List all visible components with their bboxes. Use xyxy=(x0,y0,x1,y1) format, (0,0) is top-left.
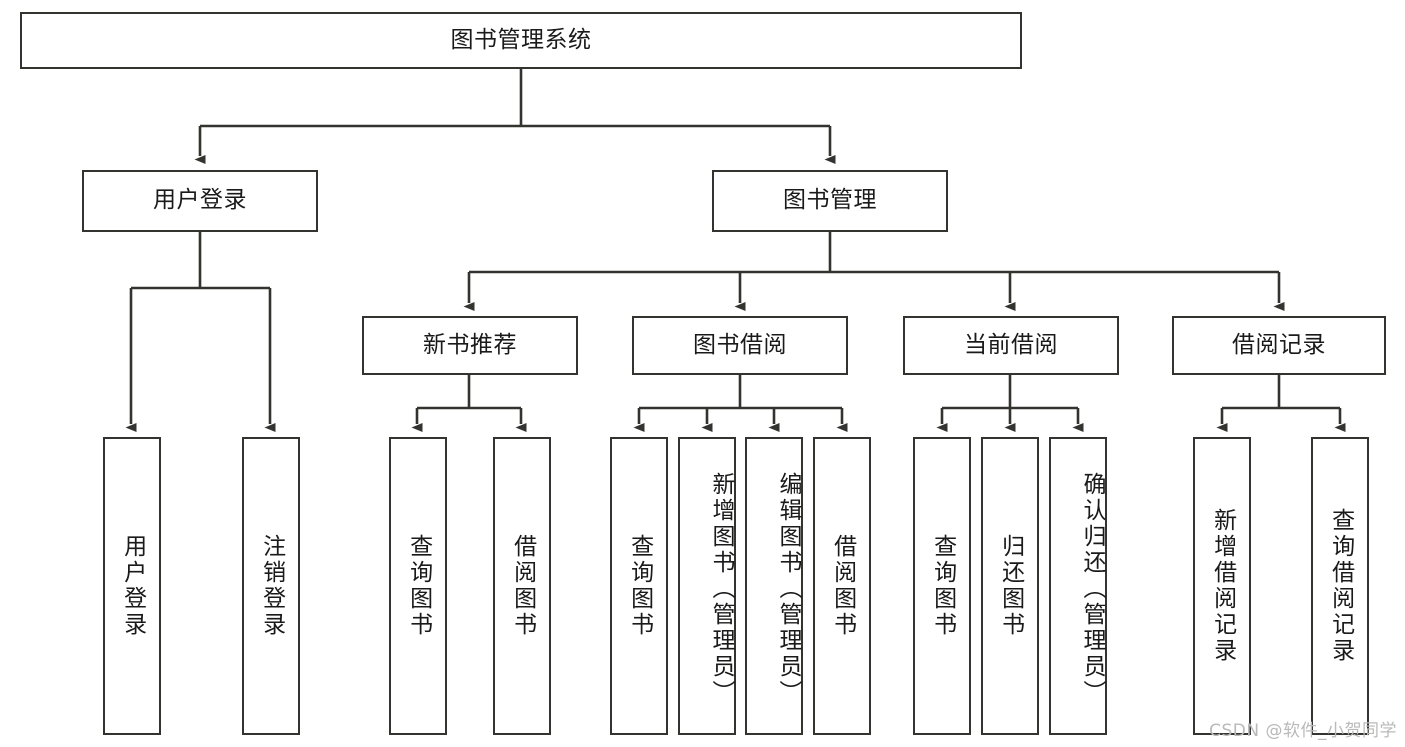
node-label: 图书管理 xyxy=(783,187,877,214)
leaf-borrow-book-recommend[interactable]: 借阅图书 xyxy=(493,437,551,735)
leaf-query-book-recommend[interactable]: 查询图书 xyxy=(389,437,447,735)
node-label: 查询图书 xyxy=(626,534,653,638)
node-current-borrow[interactable]: 当前借阅 xyxy=(903,316,1119,375)
node-label: 新增借阅记录 xyxy=(1209,508,1236,664)
node-book-management[interactable]: 图书管理 xyxy=(712,170,948,232)
leaf-logout-login[interactable]: 注销登录 xyxy=(242,437,300,735)
node-label: 图书借阅 xyxy=(693,331,787,358)
node-label: 查询借阅记录 xyxy=(1327,508,1354,664)
node-label: 用户登录 xyxy=(153,187,247,214)
node-root-book-management-system[interactable]: 图书管理系统 xyxy=(20,12,1022,69)
node-label: 用户登录 xyxy=(119,534,146,638)
node-user-login[interactable]: 用户登录 xyxy=(82,170,318,232)
leaf-return-book[interactable]: 归还图书 xyxy=(981,437,1039,735)
node-label: 当前借阅 xyxy=(964,331,1058,358)
node-book-borrow[interactable]: 图书借阅 xyxy=(632,316,848,375)
node-label: 借阅图书 xyxy=(829,534,856,638)
leaf-query-book-current[interactable]: 查询图书 xyxy=(913,437,971,735)
watermark-text: CSDN @软件_小贺同学 xyxy=(1209,721,1397,741)
node-label: 新书推荐 xyxy=(423,331,517,358)
node-label: 查询图书 xyxy=(929,534,956,638)
node-label: 借阅图书 xyxy=(509,534,536,638)
leaf-borrow-book-borrow[interactable]: 借阅图书 xyxy=(813,437,871,735)
node-label: 查询图书 xyxy=(405,534,432,638)
node-label: 图书管理系统 xyxy=(450,26,592,53)
node-label: 归还图书 xyxy=(997,534,1024,638)
leaf-add-borrow-record[interactable]: 新增借阅记录 xyxy=(1193,437,1251,735)
node-borrow-record[interactable]: 借阅记录 xyxy=(1172,316,1386,375)
node-label: 确认归还（管理员） xyxy=(1079,472,1105,706)
leaf-add-book-admin[interactable]: 新增图书（管理员） xyxy=(678,437,736,735)
node-label: 注销登录 xyxy=(258,534,285,638)
node-label: 借阅记录 xyxy=(1232,331,1326,358)
leaf-query-borrow-record[interactable]: 查询借阅记录 xyxy=(1311,437,1369,735)
node-new-book-recommend[interactable]: 新书推荐 xyxy=(362,316,578,375)
leaf-query-book-borrow[interactable]: 查询图书 xyxy=(610,437,668,735)
node-label: 编辑图书（管理员） xyxy=(775,472,801,706)
leaf-edit-book-admin[interactable]: 编辑图书（管理员） xyxy=(745,437,803,735)
leaf-confirm-return-admin[interactable]: 确认归还（管理员） xyxy=(1049,437,1107,735)
node-label: 新增图书（管理员） xyxy=(708,472,734,706)
leaf-user-login[interactable]: 用户登录 xyxy=(103,437,161,735)
